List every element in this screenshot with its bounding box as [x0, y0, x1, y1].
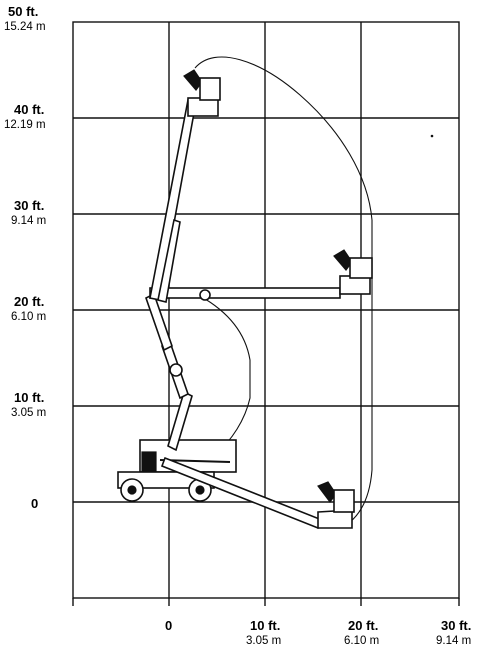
riser [145, 292, 193, 452]
boom-horizontal-arm [149, 287, 341, 299]
x-label-20-ft: 20 ft. [348, 618, 378, 633]
x-label-0-ft: 0 [165, 618, 172, 633]
x-label-20-m: 6.10 m [344, 635, 379, 647]
boom-horizontal [149, 249, 373, 301]
y-label-20-m: 6.10 m [11, 311, 46, 323]
boom-vertical [149, 69, 221, 303]
y-label-40-m: 12.19 m [4, 119, 46, 131]
y-label-30-ft: 30 ft. [14, 198, 44, 213]
x-label-30-m: 9.14 m [436, 635, 471, 647]
x-label-10-m: 3.05 m [246, 635, 281, 647]
riser-upper [145, 292, 173, 352]
y-label-50-ft: 50 ft. [8, 4, 38, 19]
y-label-30-m: 9.14 m [11, 215, 46, 227]
boom-vertical-arm [149, 99, 197, 301]
boom-horizontal-pivot [199, 289, 211, 301]
riser-lower [167, 390, 193, 452]
y-label-10-m: 3.05 m [11, 407, 46, 419]
y-label-0-ft: 0 [31, 496, 38, 511]
platform-top-rail [199, 77, 221, 101]
x-label-10-ft: 10 ft. [250, 618, 280, 633]
y-axis-labels: 50 ft. 15.24 m 40 ft. 12.19 m 30 ft. 9.1… [4, 4, 46, 511]
y-label-50-m: 15.24 m [4, 21, 46, 33]
hub-rear [195, 485, 205, 495]
hub-front [127, 485, 137, 495]
boom-vertical-link [157, 218, 181, 303]
working-envelope [194, 56, 373, 523]
boom-low [160, 456, 355, 530]
y-label-20-ft: 20 ft. [14, 294, 44, 309]
x-label-30-ft: 30 ft. [441, 618, 471, 633]
boom-low-arm [160, 456, 324, 530]
grid [72, 21, 460, 606]
speck [430, 134, 434, 138]
y-label-40-ft: 40 ft. [14, 102, 44, 117]
y-label-10-ft: 10 ft. [14, 390, 44, 405]
platform-mid-rail [349, 257, 373, 279]
riser-joint [169, 363, 183, 377]
platform-low-rail [333, 489, 355, 513]
x-axis-labels: 0 10 ft. 3.05 m 20 ft. 6.10 m 30 ft. 9.1… [165, 618, 471, 647]
cab-block [141, 451, 157, 475]
